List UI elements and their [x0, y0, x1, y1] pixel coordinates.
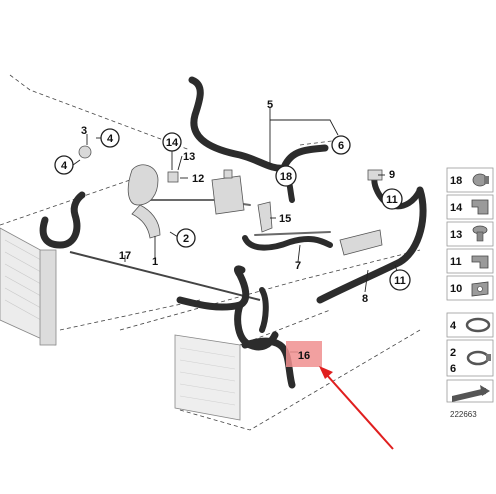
- callout-4-upper[interactable]: 4: [100, 128, 120, 148]
- components: [78, 145, 383, 256]
- svg-text:15: 15: [279, 213, 291, 225]
- svg-text:17: 17: [119, 250, 131, 262]
- legend-row-4[interactable]: 4: [446, 312, 494, 338]
- svg-text:7: 7: [295, 260, 301, 272]
- clamp-11-icon: [471, 255, 489, 269]
- clip-14-icon: [471, 199, 489, 215]
- callout-5[interactable]: 5: [267, 99, 273, 111]
- callout-12[interactable]: 12: [192, 173, 204, 185]
- svg-text:5: 5: [267, 99, 273, 111]
- callout-13[interactable]: 13: [183, 151, 195, 163]
- callout-16[interactable]: 16: [298, 350, 310, 362]
- callout-14[interactable]: 14: [162, 132, 182, 152]
- legend-row-2-6[interactable]: 2 6: [446, 339, 494, 377]
- callout-11-lower[interactable]: 11: [389, 269, 411, 291]
- auxiliary-radiator: [174, 334, 241, 421]
- callout-11-upper[interactable]: 11: [381, 188, 403, 210]
- svg-text:6: 6: [338, 140, 344, 152]
- callout-17[interactable]: 17: [119, 250, 131, 262]
- svg-text:4: 4: [450, 320, 457, 332]
- callout-3[interactable]: 3: [81, 125, 87, 137]
- svg-text:4: 4: [61, 160, 68, 172]
- main-radiator: [0, 227, 57, 346]
- arrow-strip-icon: [452, 385, 490, 402]
- callout-2[interactable]: 2: [176, 228, 196, 248]
- svg-text:18: 18: [450, 175, 462, 187]
- svg-text:2: 2: [183, 233, 189, 245]
- line-17: [69, 251, 261, 301]
- legend-row-14[interactable]: 14: [446, 194, 494, 220]
- callout-15[interactable]: 15: [279, 213, 291, 225]
- legend-row-13[interactable]: 13: [446, 221, 494, 247]
- svg-text:13: 13: [450, 229, 462, 241]
- svg-text:14: 14: [166, 137, 179, 149]
- red-arrow: [319, 366, 394, 450]
- svg-text:6: 6: [450, 363, 456, 375]
- legend-panel: 18 14 13 11 10 4: [446, 167, 494, 419]
- callout-6[interactable]: 6: [331, 135, 351, 155]
- clamp-18-icon: [472, 173, 489, 187]
- svg-text:4: 4: [107, 133, 114, 145]
- svg-text:10: 10: [450, 283, 462, 295]
- callout-18[interactable]: 18: [275, 165, 297, 187]
- svg-text:16: 16: [298, 350, 310, 362]
- legend-row-11[interactable]: 11: [446, 248, 494, 274]
- legend-row-18[interactable]: 18: [446, 167, 494, 193]
- hoses: [39, 76, 427, 389]
- svg-text:11: 11: [394, 275, 406, 287]
- hose-clamp-4-icon: [465, 317, 491, 333]
- svg-text:9: 9: [389, 169, 395, 181]
- highlight-16: [286, 341, 322, 367]
- svg-text:13: 13: [183, 151, 195, 163]
- callout-7[interactable]: 7: [295, 260, 301, 272]
- callout-8[interactable]: 8: [362, 293, 368, 305]
- svg-text:8: 8: [362, 293, 368, 305]
- spring-clamp-2-6-icon: [466, 350, 491, 366]
- diagram-number: 222663: [450, 410, 477, 419]
- callout-9[interactable]: 9: [389, 169, 395, 181]
- svg-text:12: 12: [192, 173, 204, 185]
- legend-row-arrow[interactable]: [446, 379, 494, 403]
- svg-text:1: 1: [152, 256, 158, 268]
- bracket-10-icon: [471, 281, 489, 297]
- callouts: 14 13 12 3 4 4 5 6 18 9 11 15 2 1 17 7 1…: [54, 99, 411, 362]
- svg-text:18: 18: [280, 171, 292, 183]
- rivet-13-icon: [472, 225, 488, 242]
- svg-text:3: 3: [81, 125, 87, 137]
- svg-text:11: 11: [386, 194, 398, 206]
- callout-4-lower[interactable]: 4: [54, 155, 74, 175]
- svg-text:11: 11: [450, 256, 462, 268]
- legend-row-10[interactable]: 10: [446, 275, 494, 301]
- svg-text:14: 14: [450, 202, 463, 214]
- svg-text:2: 2: [450, 347, 456, 359]
- callout-1[interactable]: 1: [152, 256, 158, 268]
